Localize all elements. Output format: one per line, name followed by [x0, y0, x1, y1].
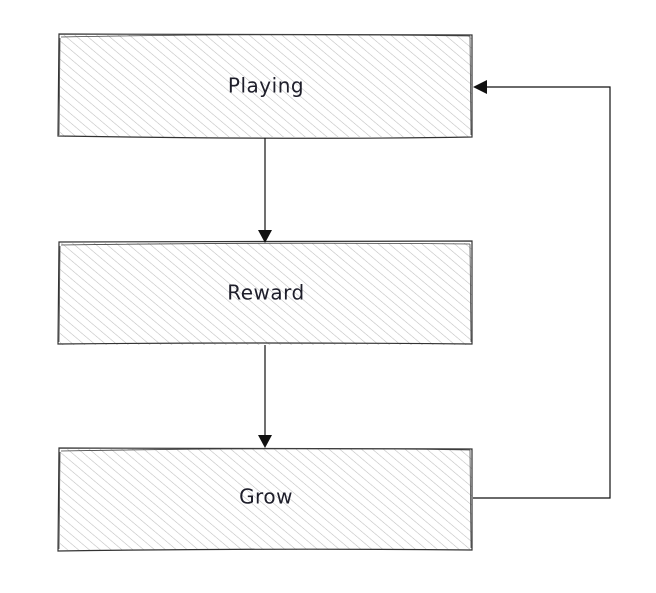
edge-grow-to-playing [473, 80, 611, 499]
edge-reward-to-grow [258, 345, 272, 448]
node-playing[interactable]: Playing [57, 33, 473, 139]
node-label-playing: Playing [228, 74, 304, 98]
arrowhead-down-icon [258, 230, 272, 243]
node-label-reward: Reward [227, 281, 304, 305]
node-grow[interactable]: Grow [57, 447, 473, 552]
arrowhead-down-icon [258, 435, 272, 448]
edge-playing-to-reward [258, 138, 272, 243]
arrowhead-left-icon [473, 80, 487, 94]
node-reward[interactable]: Reward [57, 240, 473, 345]
node-label-grow: Grow [239, 485, 293, 509]
